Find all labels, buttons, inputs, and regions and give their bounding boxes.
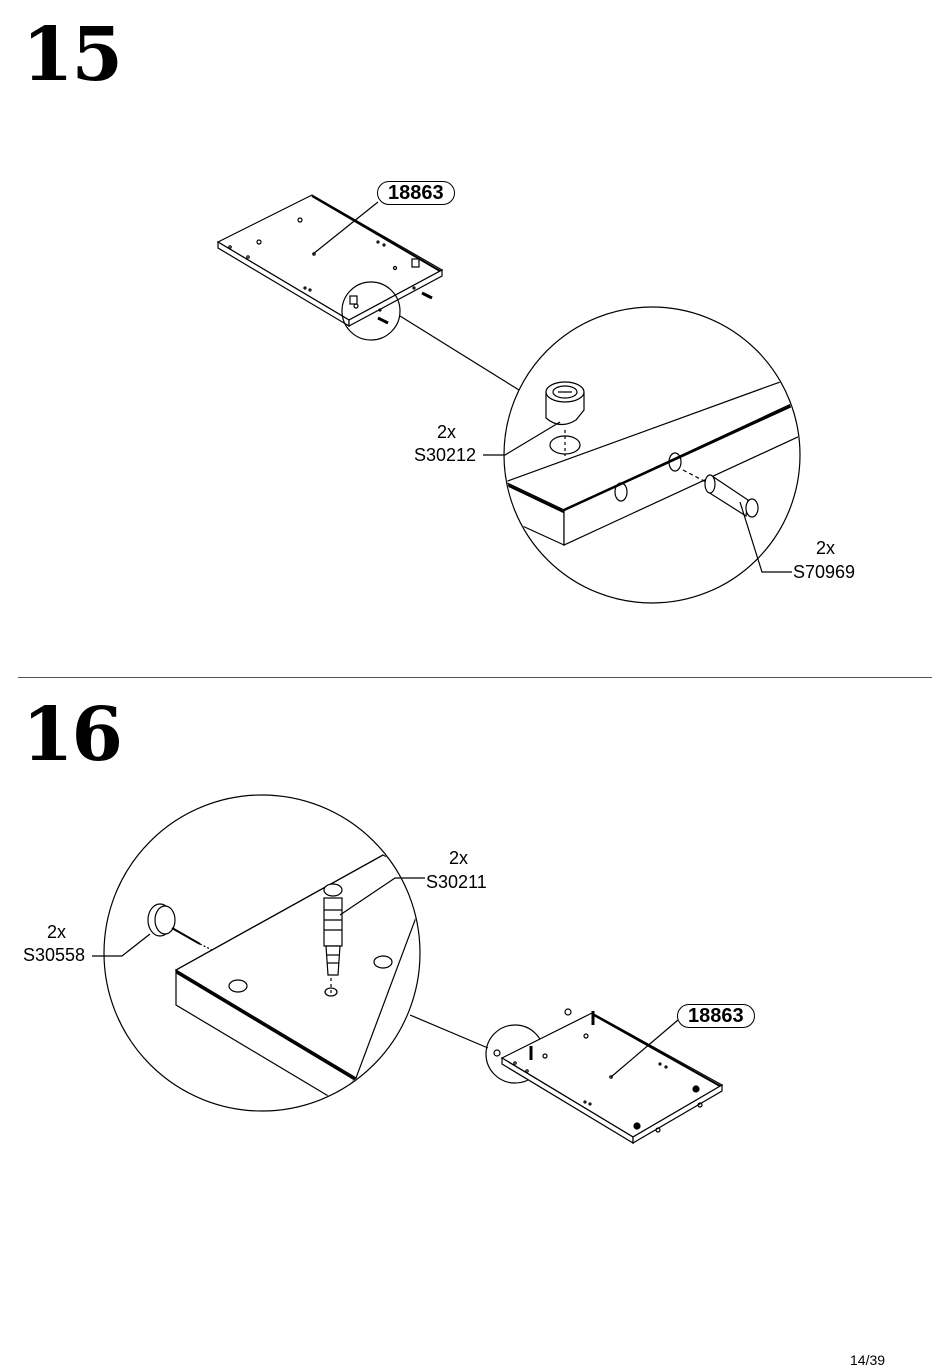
- step15-panel-label: 18863: [377, 181, 455, 205]
- step15-panel-overview: [216, 194, 444, 328]
- step16-panel-overview: [493, 1008, 724, 1145]
- step15-part2-qty: 2x: [816, 538, 836, 558]
- step15-detail-circle: [503, 306, 801, 604]
- step16-part2-code: S30558: [23, 945, 86, 965]
- step-16-number: 16: [22, 692, 123, 778]
- page-number: 14/39: [850, 1352, 886, 1368]
- step16-part1-qty: 2x: [449, 848, 469, 868]
- step15-part1-code: S30212: [414, 445, 477, 465]
- step16-part2-qty: 2x: [47, 922, 67, 942]
- step15-part1-qty: 2x: [437, 422, 457, 442]
- step16-detail-circle: [103, 794, 421, 1112]
- step16-panel-label: 18863: [677, 1004, 755, 1028]
- step15-zoom-source-circle: [341, 281, 401, 341]
- step15-part2-code: S70969: [793, 562, 856, 582]
- step16-part1-code: S30211: [426, 872, 487, 892]
- step-15-number: 15: [22, 12, 123, 98]
- step-divider: [18, 677, 932, 678]
